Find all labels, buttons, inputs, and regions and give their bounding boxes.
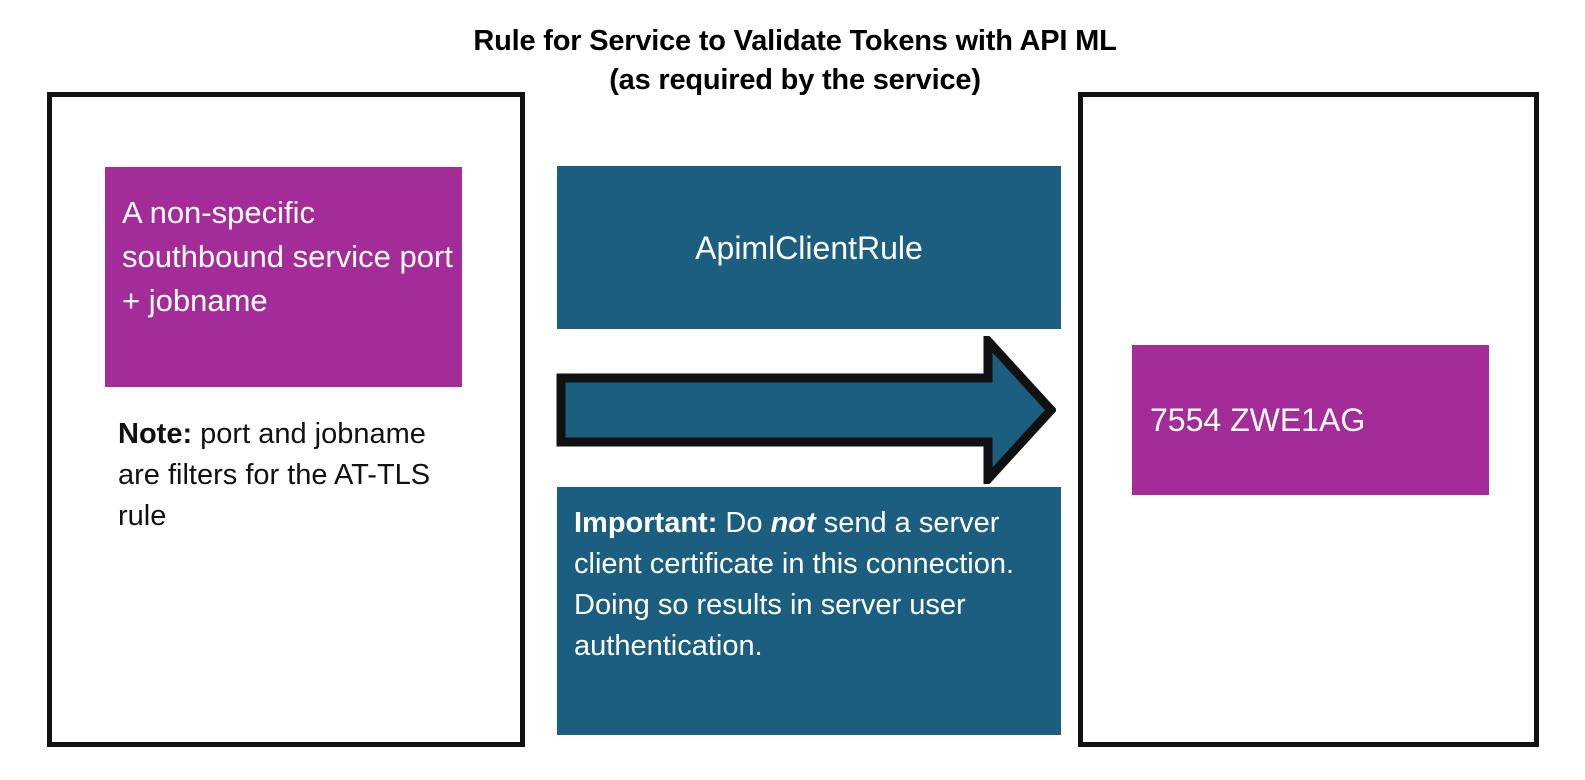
- attls-rule-name-block: ApimlClientRule: [557, 166, 1061, 329]
- target-endpoint-block: 7554 ZWE1AG: [1132, 345, 1489, 495]
- important-label: Important:: [574, 507, 718, 539]
- flow-arrow-right-icon: [556, 336, 1056, 484]
- source-endpoint-block: A non-specific southbound service port +…: [105, 167, 462, 387]
- important-text-before: Do: [717, 507, 771, 539]
- title-line-2: (as required by the service): [609, 64, 981, 96]
- page-title: Rule for Service to Validate Tokens with…: [430, 22, 1160, 100]
- note-label: Note:: [118, 418, 193, 450]
- important-emphasis: not: [770, 507, 816, 539]
- important-callout-block: Important: Do not send a server client c…: [557, 487, 1061, 735]
- note-text: Note: port and jobname are filters for t…: [118, 414, 468, 537]
- title-line-1: Rule for Service to Validate Tokens with…: [473, 25, 1117, 57]
- important-text-after: send a server client certificate in this…: [574, 507, 1015, 662]
- note-body: port and jobname are filters for the AT-…: [118, 418, 431, 532]
